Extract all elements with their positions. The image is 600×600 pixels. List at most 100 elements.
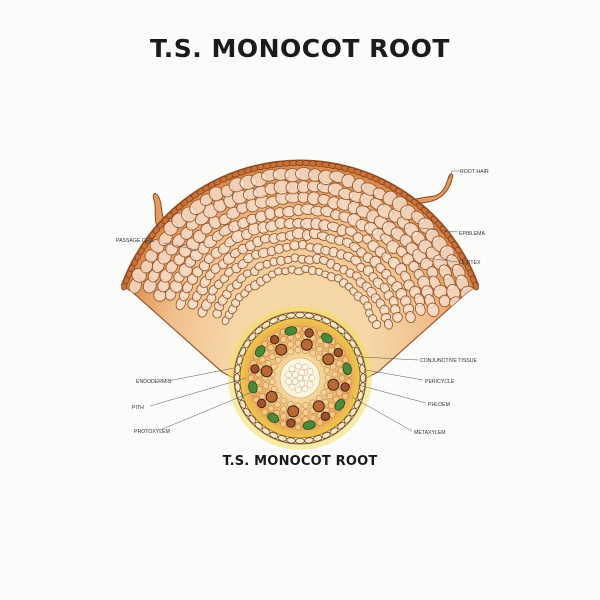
protoxylem-vessel (250, 364, 260, 374)
metaxylem-vessel (300, 338, 313, 351)
leader-pith (149, 377, 247, 407)
conjunctive-cell (336, 359, 343, 367)
conjunctive-cell (342, 393, 349, 400)
conjunctive-cell (258, 392, 266, 400)
pith-cell (301, 363, 309, 371)
label-root-hair: ROOT HAIR (460, 169, 489, 175)
epiblema-layer (121, 160, 479, 291)
conjunctive-cell (280, 336, 287, 343)
conjunctive-cell (280, 405, 287, 413)
metaxylem-vessel (265, 390, 278, 403)
conjunctive-cell (323, 367, 331, 374)
conjunctive-cell (338, 374, 346, 382)
metaxylem-vessel (275, 343, 288, 356)
diagram-caption: T.S. MONOCOT ROOT (222, 454, 378, 469)
leader-passage-cell (163, 242, 198, 251)
pith-cell (295, 362, 302, 370)
conjunctive-cell (309, 414, 317, 422)
conjunctive-cell (320, 389, 328, 396)
conjunctive-cell (287, 341, 294, 348)
phloem-patch (254, 345, 266, 358)
leader-pericycle (365, 369, 424, 381)
conjunctive-cell (258, 356, 266, 364)
label-conjunctive-tissue: CONJUNCTIVE TISSUE (420, 358, 478, 364)
cortex-cell (405, 311, 416, 324)
protoxylem-vessel (333, 347, 343, 358)
label-phloem: PHLOEM (428, 402, 450, 408)
label-pericycle: PERICYCLE (425, 379, 455, 385)
phloem-patch (302, 420, 316, 430)
leader-conjunctive (361, 356, 419, 361)
conjunctive-cell (326, 392, 334, 400)
conjunctive-cell (262, 382, 270, 389)
leader-cortex (425, 257, 459, 263)
label-metaxylem: METAXYLEM (414, 430, 446, 436)
phloem-patch (248, 380, 258, 394)
phloem-patch (334, 398, 346, 411)
leader-epiblema (419, 227, 459, 233)
conjunctive-cell (261, 408, 268, 416)
conjunctive-cell (294, 339, 302, 347)
endodermis-cells (233, 311, 367, 445)
cortex-cell (414, 302, 426, 316)
cortex-cells (128, 166, 476, 330)
conjunctive-cell (316, 419, 324, 426)
leader-protoxylem (159, 391, 253, 431)
leader-endodermis (167, 367, 235, 382)
label-epiblema: EPIBLEMA (459, 231, 485, 237)
phloem-patch (320, 332, 333, 344)
labels (149, 170, 460, 432)
conjunctive-cell (280, 420, 287, 428)
protoxylem-vessel (269, 335, 280, 345)
endodermis-cell (295, 311, 305, 318)
protoxylem-vessel (257, 398, 267, 409)
conjunctive-cell (329, 363, 337, 371)
conjunctive-cell (267, 405, 275, 412)
label-protoxylem: PROTOXYLEM (134, 429, 170, 435)
conjunctive-cell (294, 423, 302, 431)
phloem-patch (267, 412, 280, 424)
conjunctive-cell (328, 402, 335, 409)
conjunctive-cell (275, 357, 282, 364)
label-cortex: CORTEX (459, 260, 481, 266)
pith-cell (288, 365, 296, 373)
pith-cell (302, 374, 310, 382)
conjunctive-cell (269, 378, 276, 386)
pith-cell (298, 369, 306, 376)
conjunctive-cell (316, 337, 324, 345)
conjunctive-cell (271, 363, 278, 371)
conjunctive-cell (342, 356, 349, 363)
pith-cell (285, 371, 292, 378)
label-endodermis: ENDODERMIS (136, 379, 172, 385)
conjunctive-cell (302, 402, 309, 409)
pith-cells (279, 357, 321, 399)
cortex-cell (392, 311, 403, 323)
leader-phloem (357, 384, 427, 404)
pith-cell (308, 374, 316, 382)
protoxylem-vessel (286, 418, 296, 428)
phloem-patch (342, 362, 352, 376)
cortex-cell (383, 318, 394, 330)
metaxylem-vessel (322, 353, 335, 366)
label-passage-cell: PASSAGE CELL (116, 238, 155, 244)
pith-cell (306, 368, 314, 375)
cortex-cell (426, 302, 440, 318)
conjunctive-cell (294, 332, 302, 340)
metaxylem-vessel (312, 400, 325, 413)
conjunctive-cell (294, 346, 302, 354)
conjunctive-cell (302, 409, 309, 416)
conjunctive-cell (324, 374, 332, 382)
metaxylem-vessel (327, 378, 340, 391)
conjunctive-cell (309, 349, 317, 357)
conjunctive-cell (316, 345, 323, 353)
pith-cell (288, 383, 296, 391)
pith-cell (291, 378, 299, 385)
conjunctive-cell (280, 413, 287, 420)
leader-metaxylem (351, 396, 413, 432)
cortex-cell (371, 320, 382, 329)
endodermis-cell (360, 373, 367, 383)
conjunctive-cell (254, 378, 262, 386)
cortex-cell (438, 294, 451, 308)
vascular-bundles (248, 326, 352, 430)
